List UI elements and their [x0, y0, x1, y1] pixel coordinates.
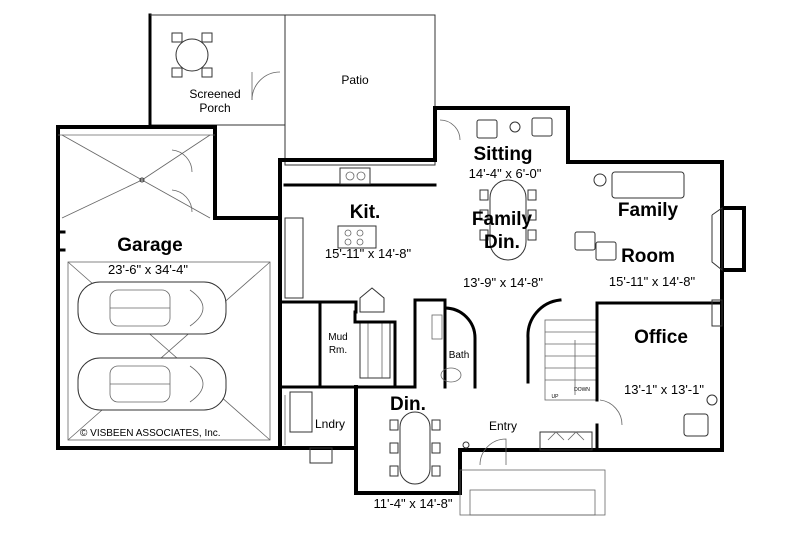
family-room-dimensions: 15'-11" x 14'-8"	[609, 274, 696, 289]
patio-table-set	[171, 32, 213, 78]
stair-down-label: DOWN	[574, 387, 590, 393]
dining-table	[389, 411, 441, 485]
garage-label: Garage	[117, 235, 182, 256]
interior-walls	[278, 167, 724, 466]
dining-label: Din.	[390, 394, 426, 415]
office-label: Office	[634, 327, 688, 348]
garage	[56, 125, 282, 450]
family-dining-label-1: Family	[472, 209, 533, 230]
kitchen-label: Kit.	[350, 202, 381, 223]
family-dining-table	[479, 179, 537, 261]
screened-porch-label-1: Screened	[189, 87, 240, 101]
sitting-chairs	[439, 117, 553, 141]
patio-area	[284, 14, 436, 166]
car-bottom	[77, 357, 227, 411]
sitting-dimensions: 14'-4" x 6'-0"	[469, 166, 542, 181]
office-chair	[683, 394, 718, 437]
entry-label: Entry	[489, 419, 517, 433]
bath-label: Bath	[449, 350, 470, 361]
stair-up-label: UP	[552, 394, 560, 400]
family-dining-dimensions: 13'-9" x 14'-8"	[463, 275, 543, 290]
mud-room-label-2: Rm.	[329, 345, 347, 356]
laundry-label: Lndry	[315, 417, 345, 431]
car-top	[77, 281, 227, 335]
sitting-label: Sitting	[473, 144, 532, 165]
screened-porch-label-2: Porch	[199, 101, 230, 115]
patio-label: Patio	[341, 73, 369, 87]
mud-room-label-1: Mud	[328, 332, 347, 343]
family-room-label-2: Room	[621, 246, 675, 267]
kitchen-dimensions: 15'-11" x 14'-8"	[325, 246, 412, 261]
office-dimensions: 13'-1" x 13'-1"	[624, 382, 704, 397]
family-dining-label-2: Din.	[484, 232, 520, 253]
family-room-label-1: Family	[618, 200, 679, 221]
family-room-sofa	[574, 171, 685, 261]
dining-dimensions: 11'-4" x 14'-8"	[374, 496, 453, 511]
garage-dimensions: 23'-6" x 34'-4"	[108, 262, 188, 277]
copyright-text: © VISBEEN ASSOCIATES, Inc.	[80, 428, 221, 439]
